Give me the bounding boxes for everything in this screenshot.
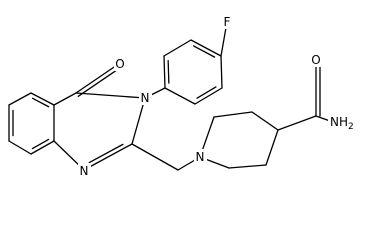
bond-c2-ch2 [131,143,179,171]
bond-ph6-ph1 [164,87,196,105]
bond-n3-c2 [131,97,146,145]
ketone-oxygen-label: O [115,57,124,71]
bond-ph5-ph6-double [196,86,217,99]
bond-ph4-ph5 [220,55,223,89]
molecule-drawing: F O O N N N NH2 [8,15,356,178]
bond-b6-c4 [53,92,77,106]
atom-label-n1: N [78,163,91,178]
bond-ph3-ph4-double [192,45,216,58]
structure-canvas: F O O N N N NH2 [8,15,356,178]
bond-ph5-ph6 [194,87,223,105]
atom-label-fluorine: F [221,15,233,29]
piperidine-n-label: N [196,150,205,164]
amide-nh2-label: NH2 [330,115,354,132]
bond-pa-pb [213,111,253,118]
bond-b3-b4 [8,140,32,155]
atom-label-amide-nh2: NH2 [328,114,356,132]
atom-label-piperidine-n: N [194,149,207,164]
bond-b6-b1-double [31,97,50,108]
bond-pc-pd [265,129,279,166]
bond-pb-pc [251,111,279,131]
bond-c4-o4 [75,62,121,94]
n3-label: N [141,91,150,105]
bond-layer [8,21,331,171]
bond-b6-b1 [30,92,55,106]
bond-ph1-ph2-double [167,60,170,84]
bond-pc-amc [277,115,317,131]
atom-label-n3: N [139,90,152,105]
bond-c2-n1 [83,143,133,171]
bond-amc-an [315,115,331,122]
bond-c2-n1-double [88,143,124,164]
atom-label-ketone-oxygen: O [114,56,127,71]
bond-c4-o4-double [77,65,123,97]
bond-c4-n3 [75,92,146,99]
n1-label: N [80,164,89,178]
bond-b4-b5-double [31,138,50,150]
fluorine-label: F [224,15,231,29]
bond-ph1-ph2 [163,55,166,89]
atom-label-amide-oxygen: O [310,52,323,67]
bond-b4-b5 [30,140,55,155]
bond-ph3-ph4 [190,39,222,57]
bond-b1-b2 [8,92,32,106]
bond-ph2-ph3 [163,39,192,57]
amide-oxygen-label: O [311,53,320,67]
bond-pd-pe [228,164,267,169]
